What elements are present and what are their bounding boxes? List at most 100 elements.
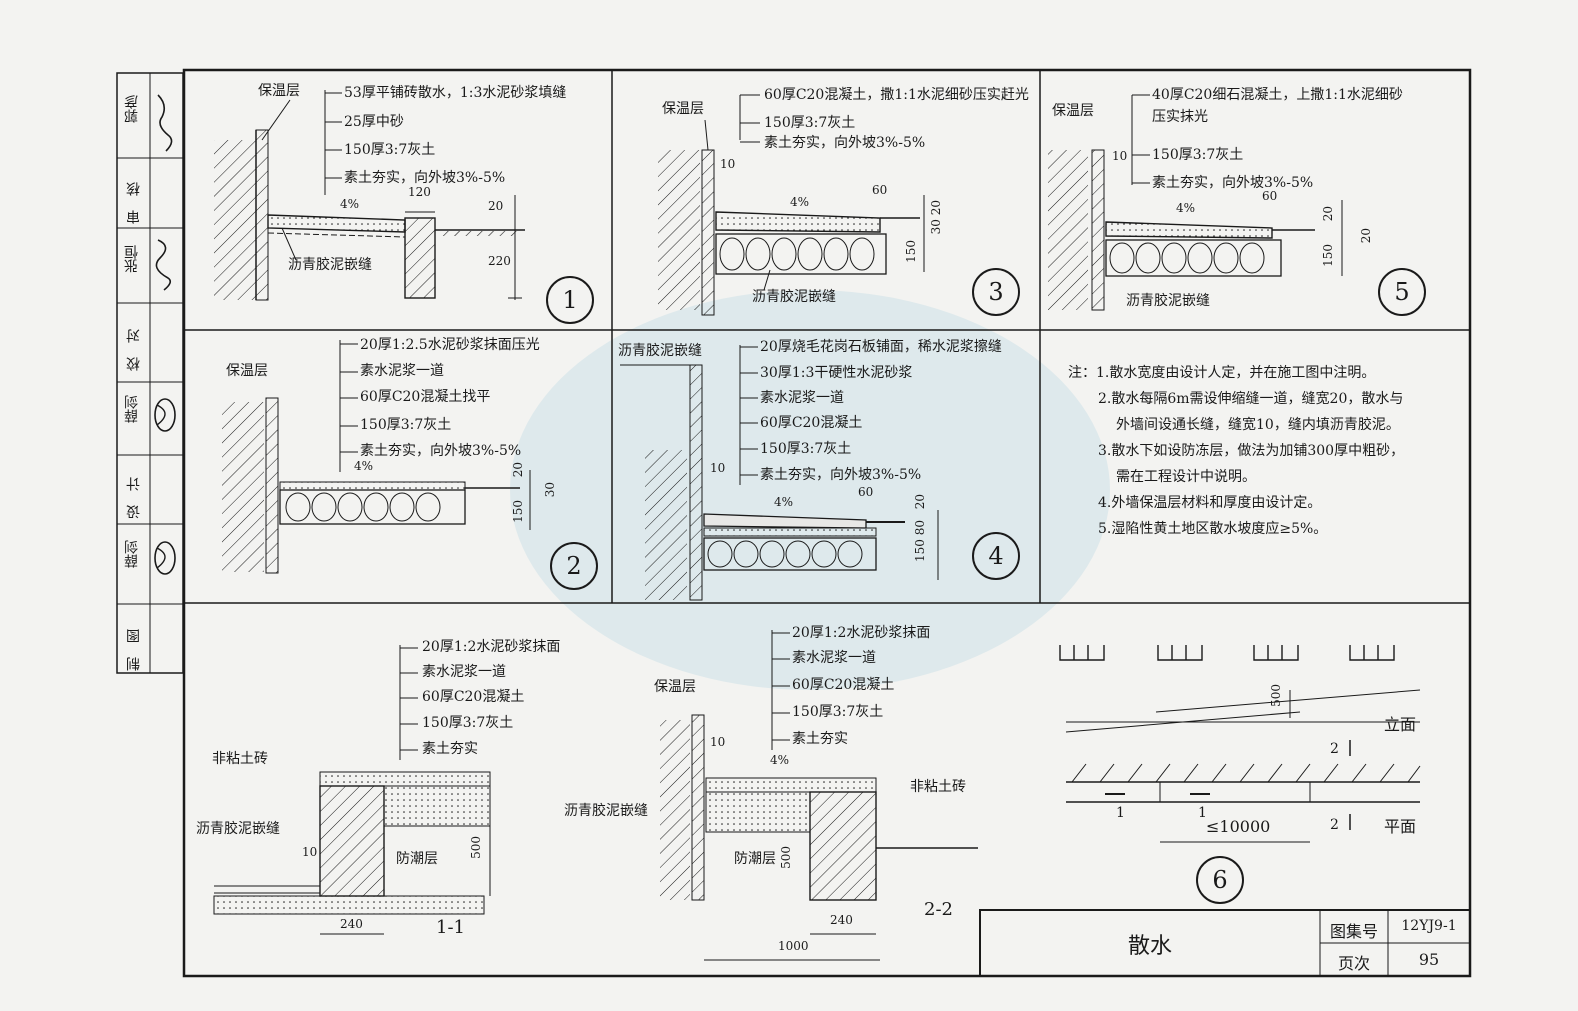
detail-2-layer-5: 素土夯实，向外坡3%-5% <box>360 443 522 459</box>
note-2a: 2.散水每隔6m需设伸缩缝一道，缝宽20，散水与 <box>1098 391 1404 407</box>
section-2-2-slope: 4% <box>770 753 790 767</box>
detail-3-number: 3 <box>972 268 1020 316</box>
detail-3-layer-2: 150厚3:7灰土 <box>764 115 856 131</box>
detail-3-layer-1: 60厚C20混凝土，撒1:1水泥细砂压实赶光 <box>764 87 1029 103</box>
detail-2-slope: 4% <box>354 459 374 473</box>
title-block-page-label: 页次 <box>1337 954 1370 973</box>
detail-2-layer-1: 20厚1:2.5水泥砂浆抹面压光 <box>360 337 540 353</box>
section-2-2-layer-1: 20厚1:2水泥砂浆抹面 <box>792 625 931 641</box>
title-block-page-no: 95 <box>1418 950 1440 969</box>
detail-4-layer-6: 素土夯实，向外坡3%-5% <box>760 467 922 483</box>
detail-2-layer-3: 60厚C20混凝土找平 <box>360 389 491 405</box>
detail-6-number: 6 <box>1196 856 1244 904</box>
section-2-2-joint: 沥青胶泥嵌缝 <box>564 803 648 819</box>
detail-4-layer-4: 60厚C20混凝土 <box>760 415 863 431</box>
detail-3-insulation: 保温层 <box>662 101 704 117</box>
section-2-2-layer-2: 素水泥浆一道 <box>792 650 876 666</box>
detail-6-mark-2b: 2 <box>1330 817 1339 833</box>
note-3b: 需在工程设计中说明。 <box>1116 469 1256 485</box>
detail-5-insulation: 保温层 <box>1052 103 1094 119</box>
detail-5-number: 5 <box>1378 268 1426 316</box>
detail-3-slope: 4% <box>790 195 810 209</box>
note-2b: 外墙间设通长缝，缝宽10，缝内填沥青胶泥。 <box>1116 417 1400 433</box>
title-block-atlas-label: 图集号 <box>1329 922 1378 941</box>
section-1-1-dim-10: 10 <box>302 845 318 859</box>
detail-5-dim-10: 10 <box>1112 149 1128 163</box>
detail-6-mark-1b: 1 <box>1198 805 1207 821</box>
detail-1-layer-4: 素土夯实，向外坡3%-5% <box>344 170 506 186</box>
section-2-2-tag: 2-2 <box>924 899 953 920</box>
section-1-1-layer-1: 20厚1:2水泥砂浆抹面 <box>422 639 561 655</box>
detail-5-slope: 4% <box>1176 201 1196 215</box>
section-2-2-dim-240: 240 <box>830 913 853 927</box>
detail-1-dim-20: 20 <box>488 199 504 213</box>
section-2-2-insulation: 保温层 <box>654 679 696 695</box>
detail-2-layer-2: 素水泥浆一道 <box>360 363 444 379</box>
section-1-1-joint: 沥青胶泥嵌缝 <box>196 821 280 837</box>
section-2-2-brick: 非粘土砖 <box>910 779 966 795</box>
detail-2-layer-4: 150厚3:7灰土 <box>360 417 452 433</box>
detail-4-joint: 沥青胶泥嵌缝 <box>618 343 702 359</box>
detail-3-joint: 沥青胶泥嵌缝 <box>752 289 836 305</box>
section-1-1-tag: 1-1 <box>436 917 465 938</box>
section-1-1-layer-5: 素土夯实 <box>422 741 478 757</box>
detail-6-dim-500: 500 <box>1269 684 1283 707</box>
detail-4-layer-3: 素水泥浆一道 <box>760 390 844 406</box>
detail-4-dim-10: 10 <box>710 461 726 475</box>
note-1: 注：1.散水宽度由设计人定，并在施工图中注明。 <box>1068 365 1376 381</box>
section-1-1-dim-240: 240 <box>340 917 363 931</box>
detail-5-layer-1b: 压实抹光 <box>1152 109 1208 125</box>
detail-3-dim-60: 60 <box>872 183 888 197</box>
note-4: 4.外墙保温层材料和厚度由设计定。 <box>1098 495 1322 511</box>
section-1-1-damp: 防潮层 <box>396 851 438 867</box>
note-5: 5.湿陷性黄土地区散水坡度应≥5%。 <box>1098 521 1328 537</box>
section-1-1-layer-4: 150厚3:7灰土 <box>422 715 514 731</box>
detail-1-slope: 4% <box>340 197 360 211</box>
detail-2-insulation: 保温层 <box>226 363 268 379</box>
detail-1-dim-220: 220 <box>488 254 511 268</box>
title-block-title: 散水 <box>1127 934 1172 959</box>
watermark <box>510 290 1110 690</box>
detail-6-elevation: 立面 <box>1384 715 1417 734</box>
detail-5-dim-60: 60 <box>1262 189 1278 203</box>
detail-5-layer-3: 素土夯实，向外坡3%-5% <box>1152 175 1314 191</box>
detail-1-joint: 沥青胶泥嵌缝 <box>288 257 372 273</box>
detail-1-layer-2: 25厚中砂 <box>344 114 404 130</box>
detail-6-mark-2a: 2 <box>1330 741 1339 757</box>
detail-1-layer-1: 53厚平铺砖散水，1:3水泥砂浆填缝 <box>344 85 567 101</box>
detail-1-number: 1 <box>546 276 594 324</box>
title-block-atlas-no: 12YJ9-1 <box>1401 918 1457 934</box>
section-2-2-layer-4: 150厚3:7灰土 <box>792 704 884 720</box>
detail-6-dim-10000: ≤10000 <box>1206 817 1271 836</box>
section-1-1-layer-3: 60厚C20混凝土 <box>422 689 525 705</box>
note-3a: 3.散水下如设防冻层，做法为加铺300厚中粗砂， <box>1098 443 1405 459</box>
section-2-2-damp: 防潮层 <box>734 851 776 867</box>
detail-1-insulation: 保温层 <box>258 83 300 99</box>
detail-4-dim-60: 60 <box>858 485 874 499</box>
detail-4-layer-5: 150厚3:7灰土 <box>760 441 852 457</box>
section-1-1-layer-2: 素水泥浆一道 <box>422 664 506 680</box>
section-1-1-brick: 非粘土砖 <box>212 751 268 767</box>
detail-1-layer-3: 150厚3:7灰土 <box>344 142 436 158</box>
detail-6-mark-1a: 1 <box>1116 805 1125 821</box>
detail-3-dim-10: 10 <box>720 157 736 171</box>
detail-1-dim-120: 120 <box>408 185 431 199</box>
detail-2-number: 2 <box>550 542 598 590</box>
section-2-2-layer-3: 60厚C20混凝土 <box>792 677 895 693</box>
detail-4-layer-1: 20厚烧毛花岗石板铺面，稀水泥浆擦缝 <box>760 339 1002 355</box>
section-2-2-layer-5: 素土夯实 <box>792 731 848 747</box>
detail-4-number: 4 <box>972 532 1020 580</box>
detail-4-slope: 4% <box>774 495 794 509</box>
detail-5-layer-1: 40厚C20细石混凝土，上撒1:1水泥细砂 <box>1152 87 1403 103</box>
section-2-2-dim-10: 10 <box>710 735 726 749</box>
detail-5-joint: 沥青胶泥嵌缝 <box>1126 293 1210 309</box>
